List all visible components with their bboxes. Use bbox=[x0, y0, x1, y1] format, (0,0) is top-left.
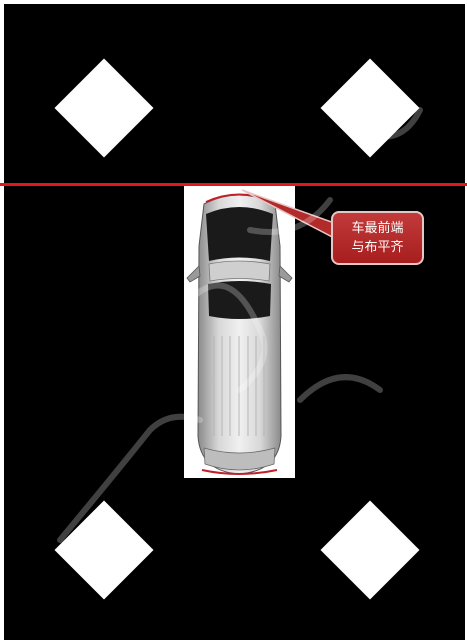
callout-line-1: 车最前端 bbox=[333, 219, 422, 238]
suv-car-icon bbox=[184, 186, 295, 478]
annotation-callout: 车最前端 与布平齐 bbox=[331, 211, 424, 265]
car-rear-ribs bbox=[214, 336, 264, 436]
car-mirror-right bbox=[279, 266, 292, 282]
car-windshield bbox=[206, 207, 273, 261]
car-roof bbox=[209, 261, 270, 281]
front-alignment-line bbox=[0, 183, 467, 186]
callout-line-2: 与布平齐 bbox=[333, 238, 422, 257]
car-rear-window bbox=[208, 281, 271, 319]
car-mirror-left bbox=[187, 266, 200, 282]
